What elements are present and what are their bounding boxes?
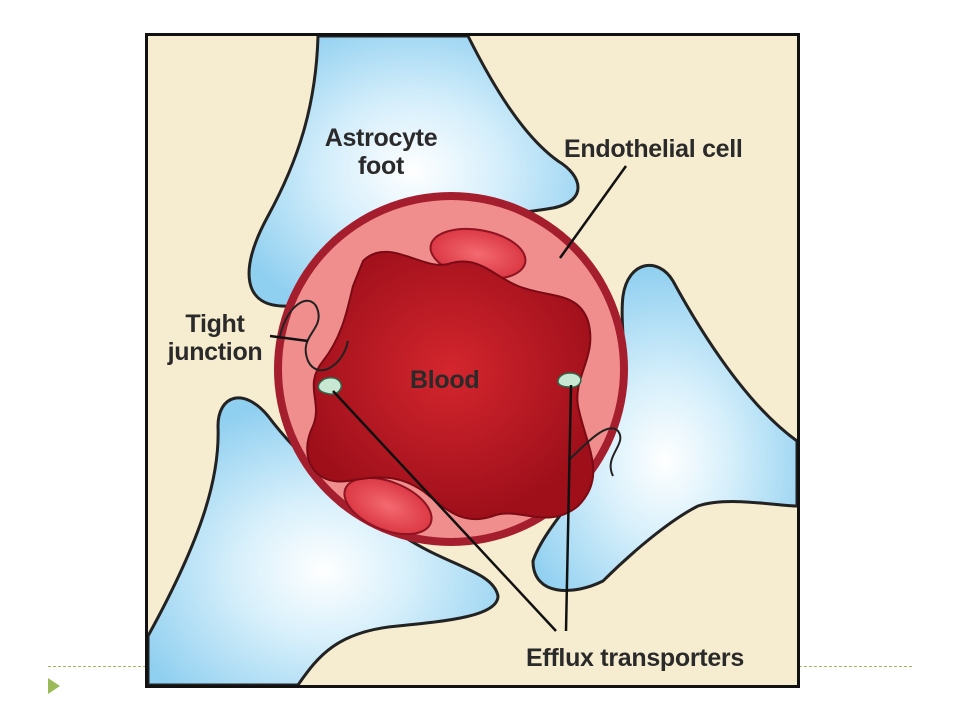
leader-line-endothelial [558, 165, 628, 259]
label-astrocyte-foot-line1: Astrocyte [324, 124, 438, 152]
label-endothelial-cell: Endothelial cell [564, 135, 743, 163]
label-tight-junction: Tight junction [156, 310, 274, 366]
label-tight-junction-line2: junction [167, 338, 263, 366]
leader-line-efflux-left [332, 390, 557, 632]
label-tight-junction-line1: Tight [185, 310, 245, 338]
diagram-canvas [148, 36, 797, 685]
label-astrocyte-foot: Astrocyte foot [316, 124, 446, 180]
endothelial-nucleus-bottom [343, 476, 433, 536]
label-astrocyte-foot-line2: foot [358, 152, 404, 180]
tight-junction-left [279, 299, 349, 372]
leader-line-efflux-right [564, 384, 573, 632]
tight-junction-right [567, 427, 622, 477]
blood-lumen [306, 250, 595, 521]
slide-bullet-triangle-icon [48, 678, 60, 694]
blood-brain-barrier-diagram: Astrocyte foot Endothelial cell Tight ju… [145, 33, 800, 688]
label-efflux-transporters: Efflux transporters [526, 644, 744, 672]
leader-line-tight-junction [269, 334, 309, 343]
label-blood: Blood [410, 366, 480, 394]
efflux-transporter-right [557, 372, 582, 388]
efflux-transporter-left [317, 377, 342, 395]
